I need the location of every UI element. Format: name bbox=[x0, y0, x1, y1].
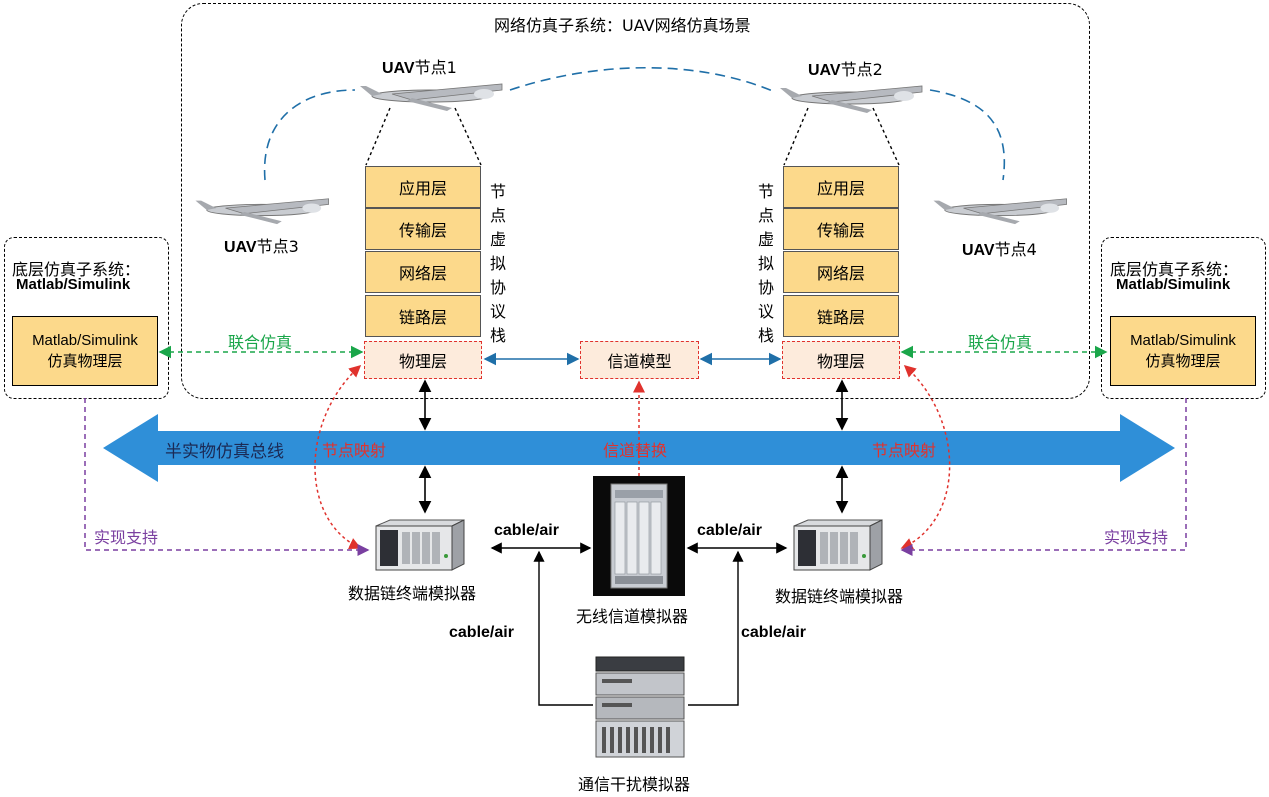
link-label-left: cable/air bbox=[494, 522, 559, 539]
right-physical-layer: 物理层 bbox=[782, 341, 900, 379]
link-label-right: cable/air bbox=[697, 522, 762, 539]
uav-icon-3 bbox=[195, 198, 329, 225]
bottom-subsystem-title-left: 底层仿真子系统： bbox=[12, 260, 141, 279]
left-network-layer: 网络层 bbox=[365, 251, 481, 293]
matlab-box-left: Matlab/Simulink 仿真物理层 bbox=[12, 316, 158, 386]
bottom-subsystem-frame-left bbox=[4, 237, 169, 399]
matlab-box-right: Matlab/Simulink 仿真物理层 bbox=[1110, 316, 1256, 386]
datalink-simulator-left bbox=[375, 519, 465, 571]
uav-icon-2 bbox=[780, 85, 923, 113]
link-label-bottom-left: cable/air bbox=[449, 624, 514, 641]
interference-simulator bbox=[595, 656, 685, 758]
datalink-label-left: 数据链终端模拟器 bbox=[348, 584, 477, 603]
uav-label-3: UAV节点3 bbox=[224, 237, 299, 256]
wireless-channel-simulator bbox=[593, 476, 685, 596]
left-link-layer: 链路层 bbox=[365, 295, 481, 337]
left-stack-side-label: 节点虚拟协议栈 bbox=[489, 182, 506, 345]
link-label-bottom-right: cable/air bbox=[741, 624, 806, 641]
bus-label: 半实物仿真总线 bbox=[165, 442, 284, 462]
datalink-simulator-right bbox=[793, 519, 883, 571]
channel-model-box: 信道模型 bbox=[580, 341, 699, 379]
node-mapping-right: 节点映射 bbox=[872, 441, 937, 460]
uav-label-4: UAV节点4 bbox=[962, 240, 1037, 259]
right-app-layer: 应用层 bbox=[783, 166, 899, 208]
bottom-subsystem-subtitle-left: Matlab/Simulink bbox=[16, 276, 131, 293]
uav-icon-4 bbox=[933, 198, 1067, 225]
cosim-label-right: 联合仿真 bbox=[968, 333, 1033, 352]
network-subsystem-frame bbox=[181, 3, 1090, 399]
interference-label: 通信干扰模拟器 bbox=[578, 775, 691, 794]
uav-link-1-2 bbox=[509, 66, 776, 93]
datalink-label-right: 数据链终端模拟器 bbox=[775, 587, 904, 606]
uav-label-2: UAV节点2 bbox=[808, 60, 883, 79]
right-link-layer: 链路层 bbox=[783, 295, 899, 337]
left-app-layer: 应用层 bbox=[365, 166, 481, 208]
cosim-label-left: 联合仿真 bbox=[228, 333, 293, 352]
uav-link-2-4 bbox=[929, 89, 1006, 181]
bottom-subsystem-subtitle-right: Matlab/Simulink bbox=[1116, 276, 1231, 293]
uav-icon-1 bbox=[360, 83, 503, 111]
left-physical-layer: 物理层 bbox=[364, 341, 482, 379]
bottom-subsystem-title-right: 底层仿真子系统： bbox=[1110, 260, 1239, 279]
node-mapping-left: 节点映射 bbox=[322, 441, 387, 460]
left-transport-layer: 传输层 bbox=[365, 208, 481, 250]
channel-replace-label: 信道替换 bbox=[603, 441, 668, 460]
bottom-subsystem-frame-right bbox=[1101, 237, 1266, 399]
uav-label-1: UAV节点1 bbox=[382, 58, 457, 77]
right-transport-layer: 传输层 bbox=[783, 208, 899, 250]
wireless-channel-label: 无线信道模拟器 bbox=[576, 607, 689, 626]
support-label-left: 实现支持 bbox=[94, 528, 159, 547]
uav-link-3-1 bbox=[263, 89, 356, 181]
right-network-layer: 网络层 bbox=[783, 251, 899, 293]
support-label-right: 实现支持 bbox=[1104, 528, 1169, 547]
network-subsystem-title: 网络仿真子系统：UAV网络仿真场景 bbox=[494, 16, 751, 35]
right-stack-side-label: 节点虚拟协议栈 bbox=[757, 182, 774, 345]
